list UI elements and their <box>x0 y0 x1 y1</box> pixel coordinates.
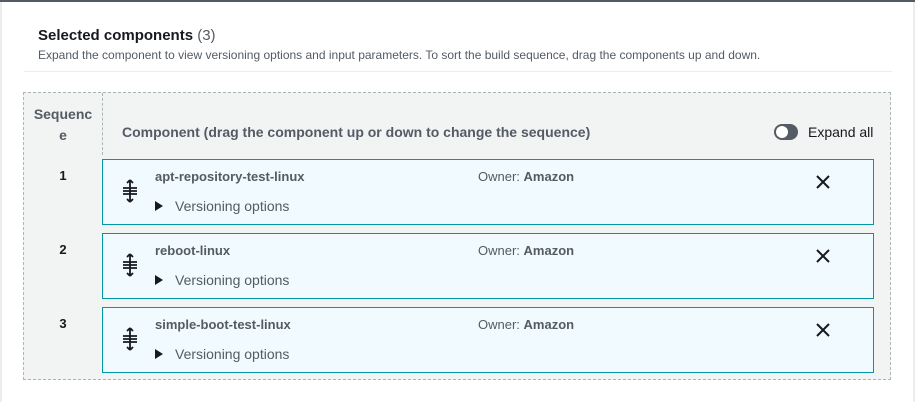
panel-left-edge <box>0 2 2 402</box>
versioning-options-toggle[interactable]: Versioning options <box>155 346 289 362</box>
owner-value: Amazon <box>523 169 575 184</box>
toggle-knob <box>776 126 788 138</box>
caret-right-icon <box>155 275 163 285</box>
component-card[interactable]: reboot-linux Owner: Amazon Versioning op… <box>102 233 874 299</box>
sequence-header-line2: e <box>59 127 67 143</box>
section-title-text: Selected components <box>38 27 194 44</box>
component-name: simple-boot-test-linux <box>155 317 291 332</box>
expand-all-label: Expand all <box>808 124 874 140</box>
owner-value: Amazon <box>523 317 575 332</box>
component-card[interactable]: simple-boot-test-linux Owner: Amazon Ver… <box>102 307 874 373</box>
component-owner: Owner: Amazon <box>478 317 574 332</box>
versioning-options-label: Versioning options <box>175 198 290 214</box>
versioning-options-toggle[interactable]: Versioning options <box>155 272 289 288</box>
expand-all-control[interactable]: Expand all <box>774 124 873 140</box>
top-border <box>0 0 915 2</box>
caret-right-icon <box>155 349 163 359</box>
owner-value: Amazon <box>523 243 575 258</box>
component-owner: Owner: Amazon <box>478 169 574 184</box>
divider <box>24 71 892 72</box>
panel-right-edge <box>913 2 915 402</box>
caret-right-icon <box>155 201 163 211</box>
close-icon[interactable] <box>813 172 833 192</box>
sequence-number: 2 <box>59 242 67 257</box>
owner-label: Owner: <box>478 317 520 332</box>
component-name: apt-repository-test-linux <box>155 169 305 184</box>
section-header: Selected components (3) Expand the compo… <box>38 27 760 62</box>
close-icon[interactable] <box>813 320 833 340</box>
component-card[interactable]: apt-repository-test-linux Owner: Amazon … <box>102 159 874 225</box>
sequence-number: 1 <box>59 168 67 183</box>
component-count: (3) <box>197 27 216 44</box>
drag-handle-icon[interactable] <box>122 327 138 351</box>
component-name: reboot-linux <box>155 243 231 258</box>
drag-handle-icon[interactable] <box>122 179 138 203</box>
component-owner: Owner: Amazon <box>478 243 574 258</box>
owner-label: Owner: <box>478 169 520 184</box>
close-icon[interactable] <box>813 246 833 266</box>
sequence-column-header: Sequenc e <box>33 104 93 146</box>
section-description: Expand the component to view versioning … <box>38 48 761 62</box>
sequence-number: 3 <box>59 316 67 331</box>
versioning-options-label: Versioning options <box>175 272 290 288</box>
versioning-options-label: Versioning options <box>175 346 290 362</box>
drag-handle-icon[interactable] <box>122 253 138 277</box>
expand-all-toggle[interactable] <box>774 124 798 140</box>
section-title: Selected components (3) <box>38 27 760 44</box>
owner-label: Owner: <box>478 243 520 258</box>
component-column-header: Component (drag the component up or down… <box>122 124 591 140</box>
sequence-header-line1: Sequenc <box>33 106 93 122</box>
versioning-options-toggle[interactable]: Versioning options <box>155 198 289 214</box>
column-divider <box>102 93 104 155</box>
